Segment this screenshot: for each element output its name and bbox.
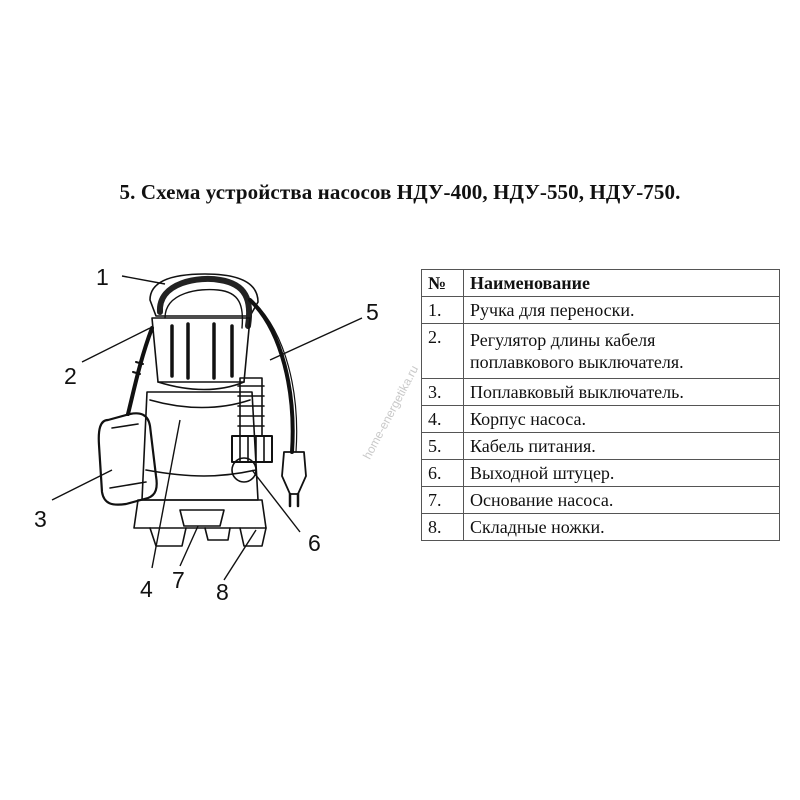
row-name-line: поплавкового выключателя. (470, 352, 684, 372)
row-name: Кабель питания. (463, 432, 780, 460)
float-cable (126, 326, 154, 416)
column-header-name: Наименование (463, 269, 780, 297)
pump-top-cover (149, 273, 259, 317)
row-number: 3. (421, 378, 464, 406)
pump-handle (157, 275, 253, 329)
callout-5: 5 (366, 299, 379, 325)
page-title: 5. Схема устройства насосов НДУ-400, НДУ… (119, 180, 681, 204)
row-name: Складные ножки. (463, 513, 780, 541)
table-row: 1. Ручка для переноски. (421, 296, 780, 324)
table-row: 5. Кабель питания. (421, 432, 780, 460)
callout-8: 8 (216, 579, 229, 605)
column-header-number: № (421, 269, 464, 297)
pump-base (133, 499, 267, 529)
callout-3: 3 (34, 506, 47, 532)
callout-7: 7 (172, 567, 185, 593)
row-name: Основание насоса. (463, 486, 780, 514)
row-name-line: Регулятор длины кабеля (470, 330, 656, 350)
power-plug (281, 451, 307, 495)
row-name: Регулятор длины кабеля поплавкового выкл… (463, 323, 780, 379)
power-cable (248, 298, 295, 454)
row-number: 5. (421, 432, 464, 460)
float-switch (97, 412, 158, 506)
pump-upper-body (151, 317, 251, 383)
row-name: Ручка для переноски. (463, 296, 780, 324)
callout-1: 1 (96, 264, 109, 290)
callout-6: 6 (308, 530, 321, 556)
table-header-row: № Наименование (421, 269, 780, 297)
row-number: 1. (421, 296, 464, 324)
table-row: 2. Регулятор длины кабеля поплавкового в… (421, 323, 780, 379)
row-number: 6. (421, 459, 464, 487)
callout-4: 4 (140, 576, 153, 602)
table-row: 7. Основание насоса. (421, 486, 780, 514)
row-number: 4. (421, 405, 464, 433)
table-row: 8. Складные ножки. (421, 513, 780, 541)
table-row: 4. Корпус насоса. (421, 405, 780, 433)
row-number: 7. (421, 486, 464, 514)
callout-2: 2 (64, 363, 77, 389)
row-name: Поплавковый выключатель. (463, 378, 780, 406)
row-name: Корпус насоса. (463, 405, 780, 433)
row-name: Выходной штуцер. (463, 459, 780, 487)
table-row: 6. Выходной штуцер. (421, 459, 780, 487)
row-number: 8. (421, 513, 464, 541)
row-number: 2. (421, 323, 464, 379)
parts-table: № Наименование 1. Ручка для переноски. 2… (421, 269, 780, 541)
table-row: 3. Поплавковый выключатель. (421, 378, 780, 406)
